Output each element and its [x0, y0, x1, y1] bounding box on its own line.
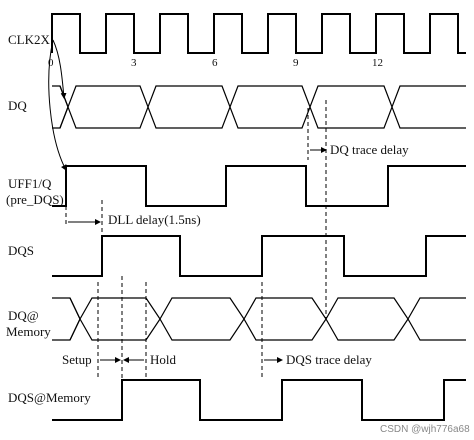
uff1-q-label: UFF1/Q	[8, 176, 52, 191]
hold-label: Hold	[150, 352, 177, 367]
tick-12: 12	[372, 57, 383, 69]
dq-waveform	[52, 85, 466, 129]
uff1-q-waveform	[52, 165, 466, 207]
dq-trace-delay-label: DQ trace delay	[330, 142, 409, 157]
pre-dqs-label: (pre_DQS)	[6, 192, 64, 207]
dqs-label: DQS	[8, 243, 34, 258]
dq-memory-label-1: DQ@	[8, 308, 39, 323]
dll-delay-label: DLL delay(1.5ns)	[108, 212, 201, 227]
dqs-memory-waveform	[52, 379, 466, 421]
tick-6: 6	[212, 57, 218, 69]
dqs-waveform	[52, 235, 466, 277]
clk-to-dq-arrow	[52, 39, 67, 99]
clk-to-uff-arrow	[48, 39, 67, 171]
tick-3: 3	[131, 57, 137, 69]
tick-9: 9	[293, 57, 299, 69]
dq-memory-waveform	[52, 297, 466, 341]
dq-label: DQ	[8, 98, 27, 113]
dqs-memory-label: DQS@Memory	[8, 390, 91, 405]
dqs-trace-delay-label: DQS trace delay	[286, 352, 372, 367]
watermark: CSDN @wjh776a68	[380, 424, 470, 435]
dq-memory-label-2: Memory	[6, 324, 51, 339]
clk2x-waveform	[51, 13, 466, 54]
setup-label: Setup	[62, 352, 92, 367]
tick-0: 0	[48, 57, 54, 69]
clk2x-label: CLK2X	[8, 32, 51, 47]
